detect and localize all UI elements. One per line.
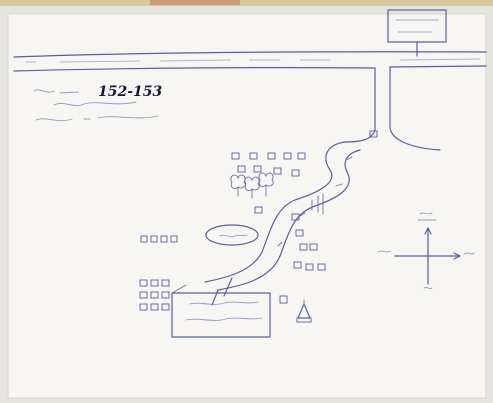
house-icon — [150, 279, 159, 287]
house-icon — [231, 152, 240, 160]
tree-icon — [230, 174, 246, 197]
tree-cluster — [230, 172, 274, 214]
house-icon — [299, 243, 308, 251]
house-cluster-left — [140, 235, 178, 243]
house-icon — [305, 263, 314, 271]
pond — [205, 224, 259, 246]
house-icon — [161, 303, 170, 311]
house-icon — [139, 291, 148, 299]
house-icon — [291, 213, 300, 221]
house-cluster-bottom-left — [139, 279, 170, 311]
house-icon — [273, 167, 282, 175]
house-icon — [160, 235, 168, 243]
village-road — [204, 141, 361, 306]
house-icon — [150, 303, 159, 311]
branch-road — [344, 66, 441, 151]
house-icon — [279, 295, 288, 304]
top-edge-strip — [0, 0, 493, 6]
house-cluster-right — [291, 213, 326, 271]
paper-sheet — [7, 13, 487, 399]
house-icon — [139, 279, 148, 287]
handwritten-notes — [33, 89, 159, 122]
house-icon — [150, 291, 159, 299]
house-icon — [150, 235, 158, 243]
house-icon — [309, 243, 318, 251]
house-icon — [291, 169, 300, 177]
compass-icon — [377, 212, 475, 290]
house-icon — [253, 165, 262, 173]
booth-numbers: 152-153 — [98, 84, 163, 100]
house-icon — [170, 235, 178, 243]
house-icon — [161, 279, 170, 287]
main-road — [13, 51, 487, 72]
top-right-label-box — [387, 9, 447, 57]
temple-icon — [296, 299, 312, 323]
house-icon — [295, 229, 304, 237]
top-edge-strip-red — [150, 0, 240, 5]
house-icon — [317, 263, 326, 271]
house-icon — [267, 152, 276, 160]
house-icon — [161, 291, 170, 299]
house-icon — [140, 235, 148, 243]
house-icon — [139, 303, 148, 311]
posts — [311, 193, 324, 215]
house-icon — [297, 152, 306, 160]
house-icon — [237, 165, 246, 173]
house-icon — [369, 130, 378, 138]
house-icon — [293, 261, 302, 269]
house-icon — [254, 206, 263, 214]
school-building — [171, 284, 271, 338]
tree-icon — [244, 176, 260, 199]
tree-icon — [258, 172, 274, 197]
house-icon — [249, 152, 258, 160]
house-cluster-top — [231, 130, 378, 177]
house-icon — [283, 152, 292, 160]
